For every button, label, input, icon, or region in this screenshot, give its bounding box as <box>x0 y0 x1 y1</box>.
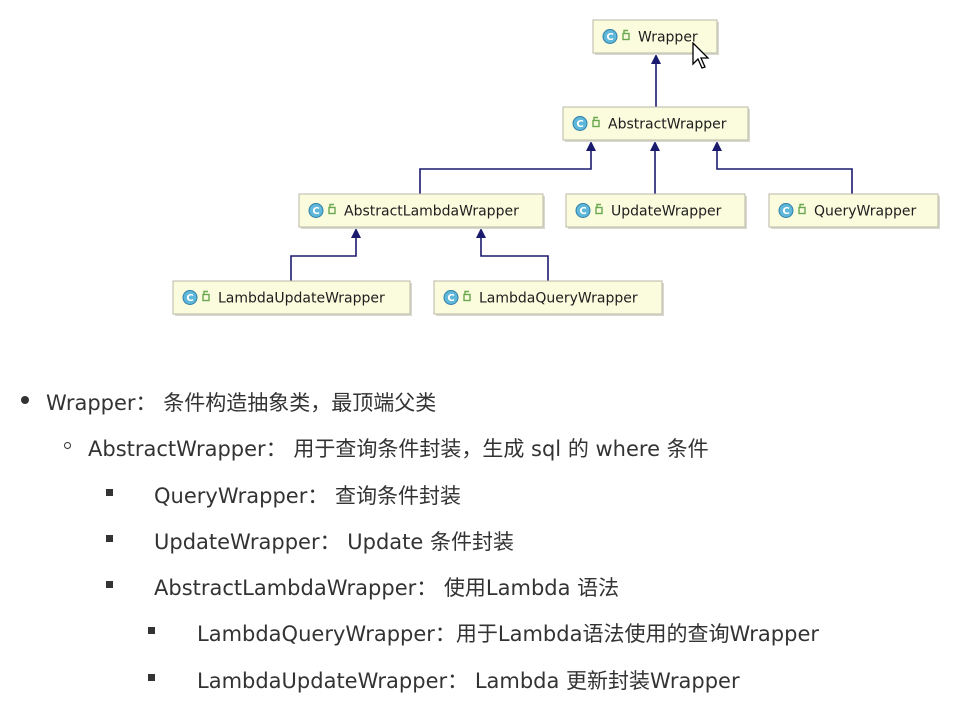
inheritance-arrow-icon <box>650 141 660 151</box>
class-icon-letter: C <box>579 206 586 217</box>
public-visibility-icon <box>463 290 471 302</box>
list-bullet-icon <box>106 581 113 588</box>
class-icon: C <box>575 203 591 218</box>
class-node-lambda_update: C LambdaUpdateWrapper <box>172 280 412 316</box>
edge-query-to-abstract <box>712 141 853 194</box>
class-icon-letter: C <box>447 293 454 304</box>
list-item-level-3: QueryWrapper： 查询条件封装 <box>154 484 462 508</box>
class-icon: C <box>572 116 588 131</box>
node-box <box>768 193 939 228</box>
class-icon-letter: C <box>576 119 583 130</box>
inheritance-arrow-icon <box>351 228 361 238</box>
class-icon: C <box>182 290 198 305</box>
class-name-label: UpdateWrapper <box>611 204 722 220</box>
list-item-level-3: UpdateWrapper： Update 条件封装 <box>154 530 514 554</box>
edge-line <box>290 236 357 281</box>
list-bullet-icon <box>148 627 155 634</box>
node-box <box>298 193 544 228</box>
public-visibility-icon <box>798 203 806 215</box>
inheritance-arrow-icon <box>651 54 661 64</box>
list-bullet-icon <box>148 674 155 681</box>
public-visibility-icon <box>328 203 336 215</box>
class-icon: C <box>308 203 324 218</box>
inheritance-arrow-icon <box>586 141 596 151</box>
class-icon-letter: C <box>186 293 193 304</box>
node-box <box>172 280 411 315</box>
edge-abstract-to-wrapper <box>651 54 661 107</box>
class-icon-letter: C <box>782 206 789 217</box>
list-bullet-icon <box>21 396 29 404</box>
node-box <box>433 280 663 315</box>
class-node-update: C UpdateWrapper <box>565 193 747 229</box>
public-visibility-icon <box>592 116 600 128</box>
public-visibility-icon <box>622 29 630 41</box>
edge-abstract_lambda-to-abstract <box>419 141 596 194</box>
public-visibility-icon <box>202 290 210 302</box>
inheritance-arrow-icon <box>712 141 722 151</box>
class-name-label: Wrapper <box>638 30 698 46</box>
list-bullet-icon <box>106 489 113 496</box>
class-node-query: C QueryWrapper <box>768 193 940 229</box>
edge-line <box>480 236 549 281</box>
list-item-level-4: LambdaUpdateWrapper： Lambda 更新封装Wrapper <box>197 669 740 693</box>
inheritance-edges <box>290 54 853 281</box>
class-node-abstract_lambda: C AbstractLambdaWrapper <box>298 193 545 229</box>
list-item-level-1: Wrapper： 条件构造抽象类，最顶端父类 <box>46 391 437 415</box>
inheritance-arrow-icon <box>476 228 486 238</box>
class-name-label: AbstractWrapper <box>608 117 727 133</box>
list-item-level-2: AbstractWrapper： 用于查询条件封装，生成 sql 的 where… <box>88 437 709 461</box>
list-bullet-icon <box>64 442 71 449</box>
class-node-wrapper: C Wrapper <box>592 19 719 55</box>
public-visibility-icon <box>595 203 603 215</box>
edge-lambda_update-to-abstract_lambda <box>290 228 361 281</box>
list-item-level-4: LambdaQueryWrapper：用于Lambda语法使用的查询Wrappe… <box>197 622 820 646</box>
class-icon-letter: C <box>312 206 319 217</box>
class-name-label: QueryWrapper <box>814 204 916 220</box>
node-box <box>562 106 749 141</box>
class-node-lambda_query: C LambdaQueryWrapper <box>433 280 664 316</box>
class-icon: C <box>602 29 618 44</box>
list-item-level-3: AbstractLambdaWrapper： 使用Lambda 语法 <box>154 576 620 600</box>
class-name-label: LambdaQueryWrapper <box>479 291 638 307</box>
mouse-pointer-icon <box>692 42 710 69</box>
edge-line <box>419 149 592 194</box>
edge-update-to-abstract <box>650 141 660 194</box>
class-icon: C <box>443 290 459 305</box>
list-bullet-icon <box>106 535 113 542</box>
class-icon-letter: C <box>606 32 613 43</box>
edge-line <box>716 149 853 194</box>
class-name-label: AbstractLambdaWrapper <box>344 204 519 220</box>
class-node-abstract: C AbstractWrapper <box>562 106 750 142</box>
class-name-label: LambdaUpdateWrapper <box>218 291 385 307</box>
class-icon: C <box>778 203 794 218</box>
edge-lambda_query-to-abstract_lambda <box>476 228 549 281</box>
